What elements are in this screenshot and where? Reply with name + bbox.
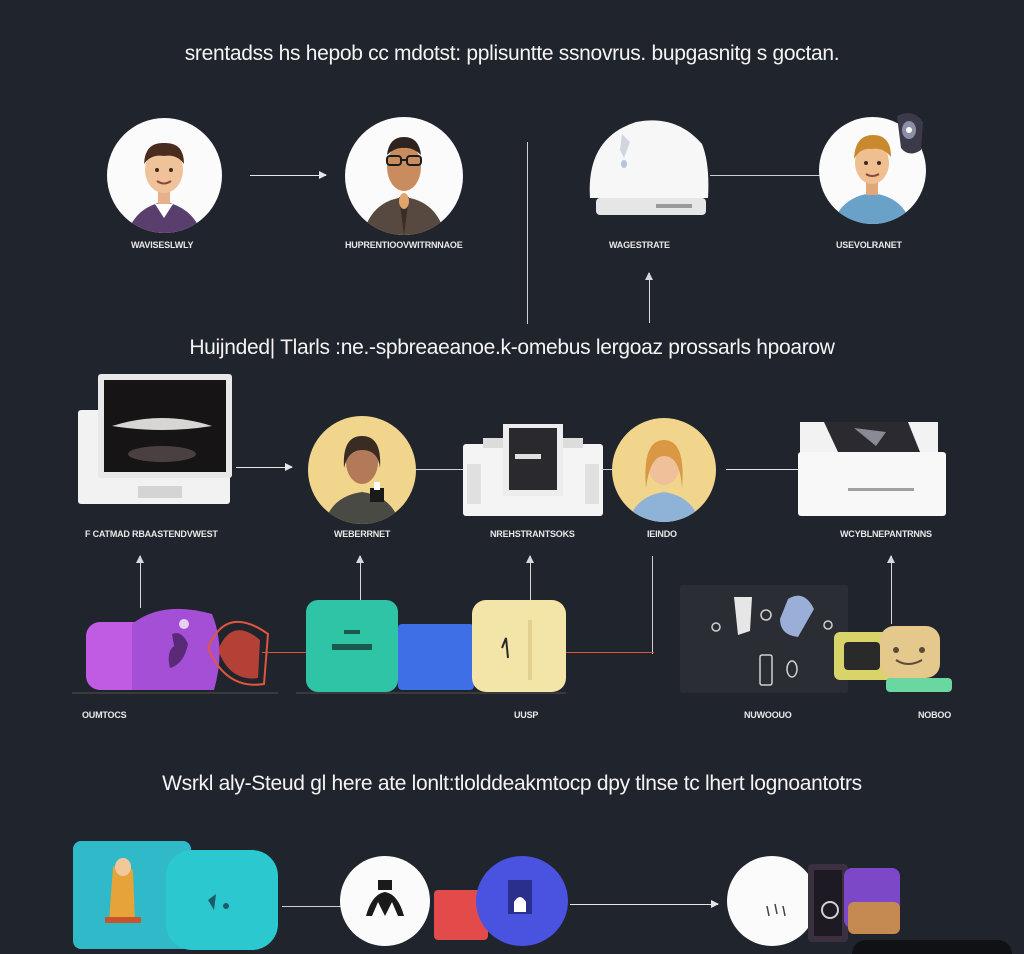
caption-8: IEINDO [647,529,677,539]
printer-icon [463,424,603,516]
connector-line-3 [601,469,613,470]
middle-heading: Huijnded| Tlarls :ne.-spbreaeanoe.k-omeb… [189,336,835,359]
red-fan-icon [206,604,272,690]
dark-panel-icon [680,585,848,693]
caption-12: NUWOOUO [744,710,792,720]
caption-11: UUSP [514,710,539,720]
woman-avatar-icon [308,416,416,524]
yellow-robot-icon [834,624,954,694]
connector-line-2 [416,469,464,470]
caption-2: HUPRENTIOOVWITRNNAOE [345,240,463,250]
bottom-heading: Wsrkl aly-Steud gl here ate lonlt:tloldd… [162,772,862,795]
teal-box-icon [306,600,398,692]
white-circle-icon [727,856,817,946]
arrow-connector-4 [570,900,719,908]
caption-10: OUMTOCS [82,710,127,720]
connector-line [710,175,820,176]
laptop-icon [798,422,946,516]
caption-9: WCYBLNEPANTRNNS [840,529,932,539]
arrow-up-5 [887,555,895,624]
cream-box-icon [472,600,566,692]
caption-6: WEBERRNET [334,529,391,539]
arrow-up [645,272,653,323]
caption-4: USEVOLRANET [836,240,902,250]
person-with-glasses-icon [345,117,463,235]
cyan-box-icon-2 [166,850,278,950]
blue-circle-icon [476,856,568,946]
caption-1: WAVISESLWLY [131,240,194,250]
top-heading: srentadss hs hepob cc mdotst: pplisuntte… [184,42,840,65]
arrow-up-3 [356,555,364,600]
corner-shape [852,940,1012,954]
arrow-connector-2 [236,463,293,471]
caption-3: WAGESTRATE [609,240,670,250]
robot-icon [893,110,927,158]
monitor-icon [78,374,238,512]
shelf-line [72,692,278,694]
woman-avatar-icon-2 [612,418,716,522]
caption-5: F CATMAD RBAASTENDVWEST [85,529,218,539]
device-icon [586,118,710,218]
red-line-2 [566,652,654,653]
blue-box-icon [398,624,474,690]
caption-7: NREHSTRANTSOKS [490,529,575,539]
man-avatar-icon [107,118,222,233]
divider-line [527,142,528,324]
connector-vertical [652,556,653,654]
connector-line-4 [282,906,342,907]
caption-13: NOBOO [918,710,952,720]
red-line [262,652,308,653]
figure-icon [340,856,430,946]
purple-box-icon-2 [122,604,226,690]
purple-device-icon [808,862,904,946]
shelf-line-2 [296,692,566,694]
arrow-up-4 [526,555,534,600]
arrow-up-2 [136,555,144,608]
arrow-connector [250,171,327,179]
